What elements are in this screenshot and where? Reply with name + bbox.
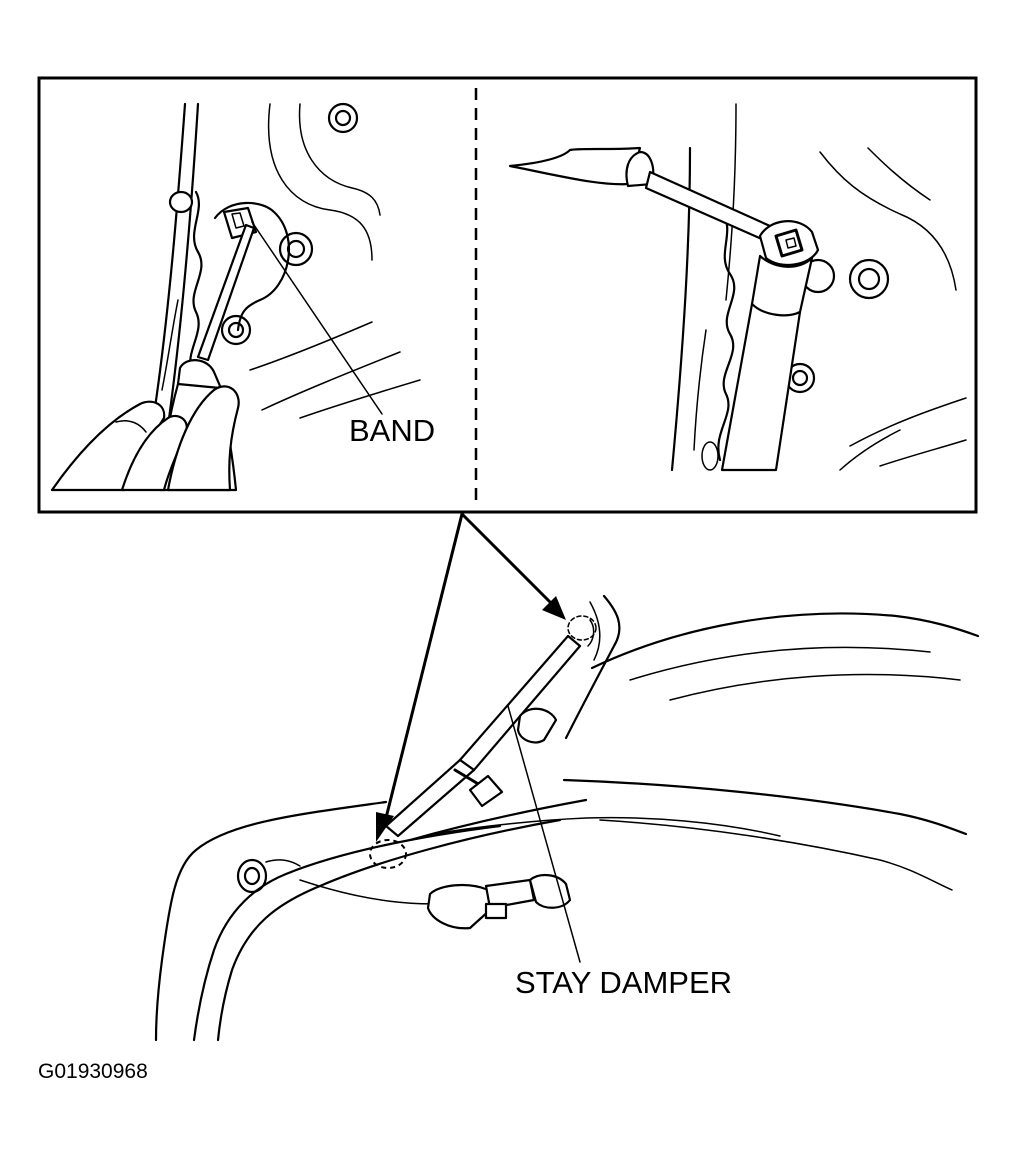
right-detail-panel <box>508 103 967 472</box>
stay-damper-leader-line <box>507 705 581 963</box>
bolt-icon <box>236 858 268 894</box>
band-label: BAND <box>349 413 435 448</box>
pin-icon <box>168 190 194 214</box>
screwdriver-icon <box>508 146 772 242</box>
damper-lower-mount <box>369 839 407 869</box>
stay-damper-icon <box>720 220 820 472</box>
band-leader-line <box>251 221 383 415</box>
main-vehicle-view: STAY DAMPER <box>154 594 980 1042</box>
bolt-icon <box>327 102 359 134</box>
damper-upper-mount <box>567 615 597 647</box>
callout-arrows <box>376 512 566 842</box>
arrow-icon <box>460 512 558 610</box>
trunk-latch <box>426 874 572 930</box>
arrowhead-lower <box>376 812 394 842</box>
arrowhead-upper <box>542 596 566 620</box>
stay-damper-label: STAY DAMPER <box>515 965 732 1000</box>
bolt-icon <box>278 231 314 267</box>
arrow-icon <box>382 512 464 828</box>
figure-code: G01930968 <box>38 1060 148 1083</box>
hand-icon <box>50 385 240 492</box>
bolt-icon <box>848 258 890 300</box>
stay-damper-icon <box>384 634 582 838</box>
bolt-icon <box>220 314 252 346</box>
left-detail-panel: BAND <box>50 102 435 492</box>
